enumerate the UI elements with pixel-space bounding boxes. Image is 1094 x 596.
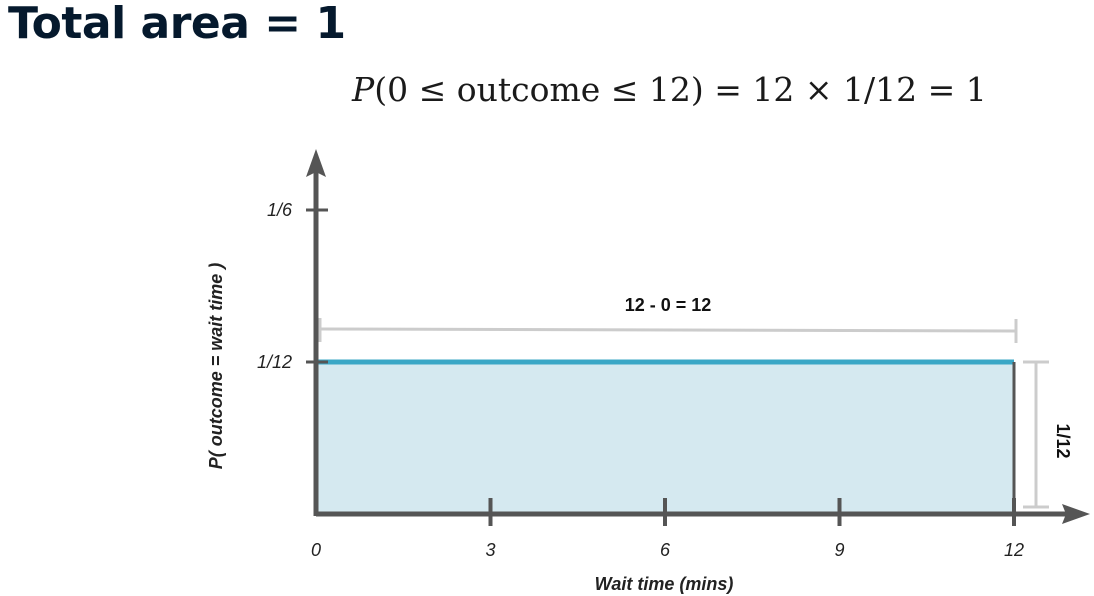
- probability-formula: P(0 ≤ outcome ≤ 12) = 12 × 1/12 = 1: [352, 70, 987, 109]
- x-tick-label: 3: [485, 540, 495, 560]
- x-tick-label: 9: [834, 540, 844, 560]
- x-tick-label: 0: [311, 540, 321, 560]
- density-area: [316, 362, 1014, 514]
- x-axis-arrowhead: [1062, 504, 1090, 524]
- height-annotation-label: 1/12: [1053, 423, 1073, 458]
- width-annotation-label: 12 - 0 = 12: [625, 295, 712, 315]
- x-tick-label: 6: [660, 540, 671, 560]
- y-tick-label: 1/12: [257, 352, 292, 372]
- formula-body: (0 ≤ outcome ≤ 12) = 12 × 1/12 = 1: [374, 70, 987, 109]
- page-title: Total area = 1: [8, 0, 346, 49]
- x-axis-title: Wait time (mins): [595, 574, 734, 594]
- x-tick-label: 12: [1004, 540, 1024, 560]
- y-tick-label: 1/6: [267, 200, 293, 220]
- width-dimension-line: [319, 327, 1017, 333]
- formula-prefix: P: [352, 70, 375, 109]
- y-axis-title: P( outcome = wait time ): [206, 263, 226, 470]
- y-axis-arrowhead: [306, 149, 326, 177]
